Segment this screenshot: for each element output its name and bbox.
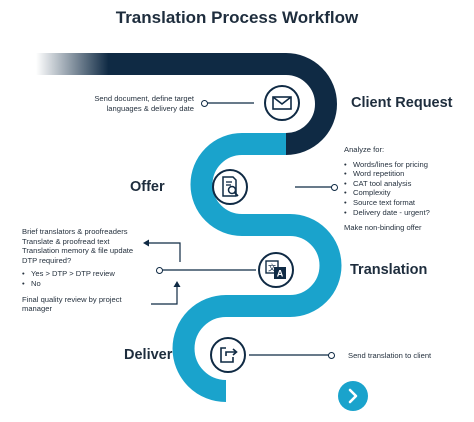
translate-icon: 文 A — [258, 252, 294, 288]
list-item: No — [22, 279, 133, 289]
stage-label-deliver: Deliver — [124, 347, 173, 363]
connector-node — [156, 266, 163, 274]
final-review-text: Final quality review by project manager — [22, 295, 133, 314]
bracket-arrow-top-head — [143, 239, 149, 247]
list-item: Complexity — [344, 188, 430, 198]
list-item: CAT tool analysis — [344, 179, 430, 189]
translation-description: Brief translators & proofreaders Transla… — [22, 227, 133, 314]
offer-heading: Analyze for: — [344, 145, 385, 154]
list-item: Words/lines for pricing — [344, 160, 430, 170]
svg-text:文: 文 — [268, 263, 276, 273]
deliver-description: Send translation to client — [348, 351, 432, 360]
description-line: Brief translators & proofreaders — [22, 227, 128, 236]
export-icon — [210, 337, 246, 373]
description-line: manager — [22, 304, 52, 314]
envelope-icon — [264, 85, 300, 121]
chevron-right-icon — [348, 388, 358, 404]
translation-bullet-list: Yes > DTP > DTP review No — [22, 269, 133, 288]
offer-bullet-list: Words/lines for pricing Word repetition … — [344, 160, 430, 218]
description-line: Final quality review by project — [22, 294, 122, 304]
description-line: Send document, define target — [94, 94, 194, 103]
svg-text:A: A — [277, 269, 284, 279]
offer-footer: Make non-binding offer — [344, 223, 422, 233]
description-line: DTP required? — [22, 255, 72, 265]
offer-description: Analyze for: Words/lines for pricing Wor… — [344, 145, 430, 233]
bracket-arrow-bottom-head — [173, 281, 181, 287]
connector-node — [328, 351, 335, 359]
list-item: Yes > DTP > DTP review — [22, 269, 133, 279]
path-segment-middle — [172, 133, 342, 402]
stage-label-offer: Offer — [130, 179, 165, 195]
client-request-description: Send document, define target languages &… — [72, 94, 194, 113]
bracket-arrow-bottom — [151, 286, 178, 305]
description-line: Translation memory & file update — [22, 246, 134, 256]
connector-node — [201, 99, 208, 107]
list-item: Source text format — [344, 198, 430, 208]
list-item: Word repetition — [344, 169, 430, 179]
description-line: Translate & proofread text — [22, 236, 110, 246]
next-button[interactable] — [338, 381, 368, 411]
list-item: Delivery date - urgent? — [344, 208, 430, 218]
description-line: languages & delivery date — [106, 103, 194, 113]
stage-label-client-request: Client Request — [351, 95, 453, 111]
path-segment-top — [36, 53, 337, 155]
document-search-icon — [212, 169, 248, 205]
bracket-arrow-top — [147, 242, 181, 262]
stage-label-translation: Translation — [350, 262, 428, 278]
connector-node — [331, 183, 338, 191]
page-title: Translation Process Workflow — [115, 8, 359, 27]
